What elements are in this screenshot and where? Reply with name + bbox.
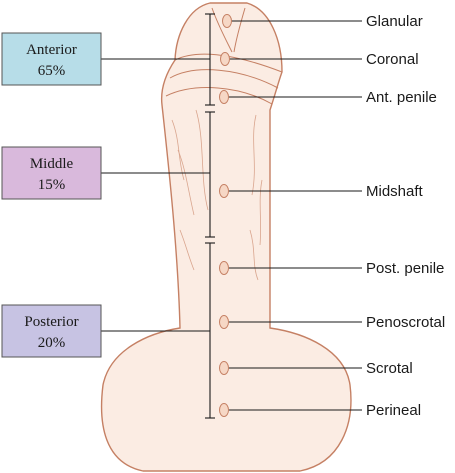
site-leader-lines	[228, 20, 362, 411]
marker-midshaft	[219, 184, 229, 198]
site-label-ant-penile: Ant. penile	[366, 89, 437, 106]
skin-fold-lines	[171, 109, 263, 281]
site-label-midshaft: Midshaft	[366, 183, 424, 200]
marker-ant-penile	[219, 90, 229, 104]
region-connectors	[101, 58, 210, 332]
marker-scrotal	[219, 361, 229, 375]
body-outline	[100, 2, 352, 472]
marker-perineal	[219, 403, 229, 417]
site-label-scrotal: Scrotal	[366, 360, 413, 377]
region-box-anterior: Anterior 65%	[1, 32, 102, 86]
site-label-glanular: Glanular	[366, 13, 423, 30]
region-name: Posterior	[24, 314, 78, 330]
region-name: Middle	[30, 156, 74, 172]
site-markers	[219, 14, 232, 417]
region-percent: 65%	[38, 63, 66, 79]
region-box-posterior: Posterior 20%	[1, 304, 102, 358]
region-name: Anterior	[26, 42, 77, 58]
marker-penoscrotal	[219, 315, 229, 329]
site-label-post-penile: Post. penile	[366, 260, 444, 277]
site-label-coronal: Coronal	[366, 51, 419, 68]
region-box-middle: Middle 15%	[1, 146, 102, 200]
marker-coronal	[220, 52, 230, 66]
region-percent: 20%	[38, 335, 66, 351]
marker-glanular	[222, 14, 232, 28]
site-labels: Glanular Coronal Ant. penile Midshaft Po…	[366, 13, 445, 419]
region-percent: 15%	[38, 177, 66, 193]
marker-post-penile	[219, 261, 229, 275]
glans-contours	[165, 7, 283, 105]
site-label-perineal: Perineal	[366, 402, 421, 419]
site-label-penoscrotal: Penoscrotal	[366, 314, 445, 331]
